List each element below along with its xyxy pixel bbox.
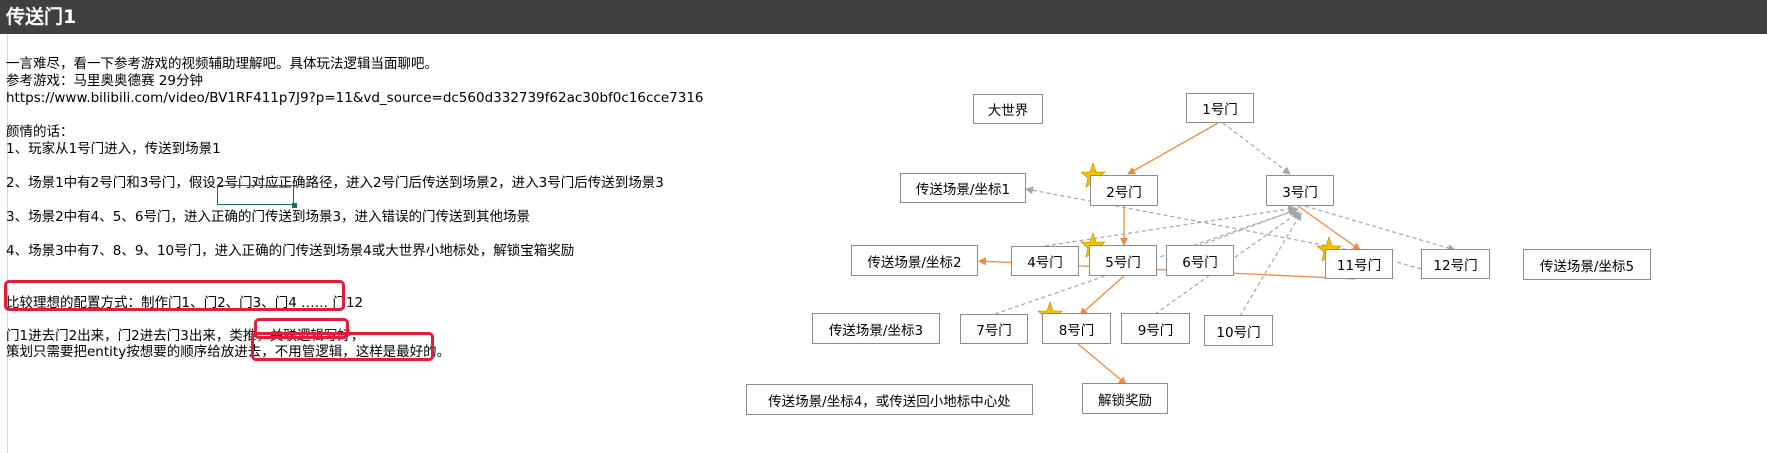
node-teleport-3[interactable]: 传送场景/坐标3 (812, 313, 940, 344)
node-door8[interactable]: 8号门 (1042, 313, 1111, 344)
node-unlock-reward[interactable]: 解锁奖励 (1082, 383, 1168, 414)
node-door9[interactable]: 9号门 (1121, 313, 1190, 344)
node-big-world[interactable]: 大世界 (973, 94, 1043, 124)
sheet-area[interactable] (0, 34, 1767, 453)
node-door7[interactable]: 7号门 (960, 314, 1028, 344)
node-teleport-2[interactable]: 传送场景/坐标2 (851, 245, 978, 276)
selected-cell[interactable] (217, 185, 297, 208)
node-door1[interactable]: 1号门 (1186, 93, 1254, 123)
title-bar: 传送门1 (0, 0, 1767, 34)
highlight-box-config (4, 280, 345, 311)
node-door3[interactable]: 3号门 (1266, 175, 1334, 206)
node-door5[interactable]: 5号门 (1089, 245, 1157, 276)
text-line-ref-game: 参考游戏：马里奥奥德赛 29分钟 (6, 73, 203, 89)
text-line-config: 比较理想的配置方式：制作门1、门2、门3、门4 …… 门12 (6, 295, 364, 311)
node-door11[interactable]: 11号门 (1325, 249, 1393, 279)
node-door12[interactable]: 12号门 (1421, 249, 1490, 279)
text-line-step4: 4、场景3中有7、8、9、10号门，进入正确的门传送到场景4或大世界小地标处，解… (6, 243, 575, 259)
text-line-url[interactable]: https://www.bilibili.com/video/BV1RF411p… (6, 90, 704, 106)
node-teleport-4[interactable]: 传送场景/坐标4，或传送回小地标中心处 (746, 384, 1033, 415)
highlight-box-planner (251, 332, 434, 361)
highlight-box-logic (254, 318, 349, 339)
node-door4[interactable]: 4号门 (1011, 246, 1079, 276)
node-teleport-5[interactable]: 传送场景/坐标5 (1523, 249, 1651, 280)
node-teleport-1[interactable]: 传送场景/坐标1 (900, 173, 1026, 203)
text-line-intro: 一言难尽，看一下参考游戏的视频辅助理解吧。具体玩法逻辑当面聊吧。 (6, 56, 438, 72)
node-door10[interactable]: 10号门 (1204, 315, 1273, 346)
text-line-planner: 策划只需要把entity按想要的顺序给放进去，不用管逻辑，这样是最好的。 (6, 344, 451, 360)
text-line-step3: 3、场景2中有4、5、6号门，进入正确的门传送到场景3，进入错误的门传送到其他场… (6, 209, 531, 225)
text-line-step1: 1、玩家从1号门进入，传送到场景1 (6, 141, 221, 157)
text-line-heading: 颜情的话： (6, 124, 74, 140)
page-title: 传送门1 (6, 6, 77, 28)
node-door2[interactable]: 2号门 (1090, 175, 1158, 206)
gridline (7, 34, 8, 453)
node-door6[interactable]: 6号门 (1166, 245, 1234, 276)
text-line-step2: 2、场景1中有2号门和3号门，假设2号门对应正确路径，进入2号门后传送到场景2，… (6, 175, 664, 191)
